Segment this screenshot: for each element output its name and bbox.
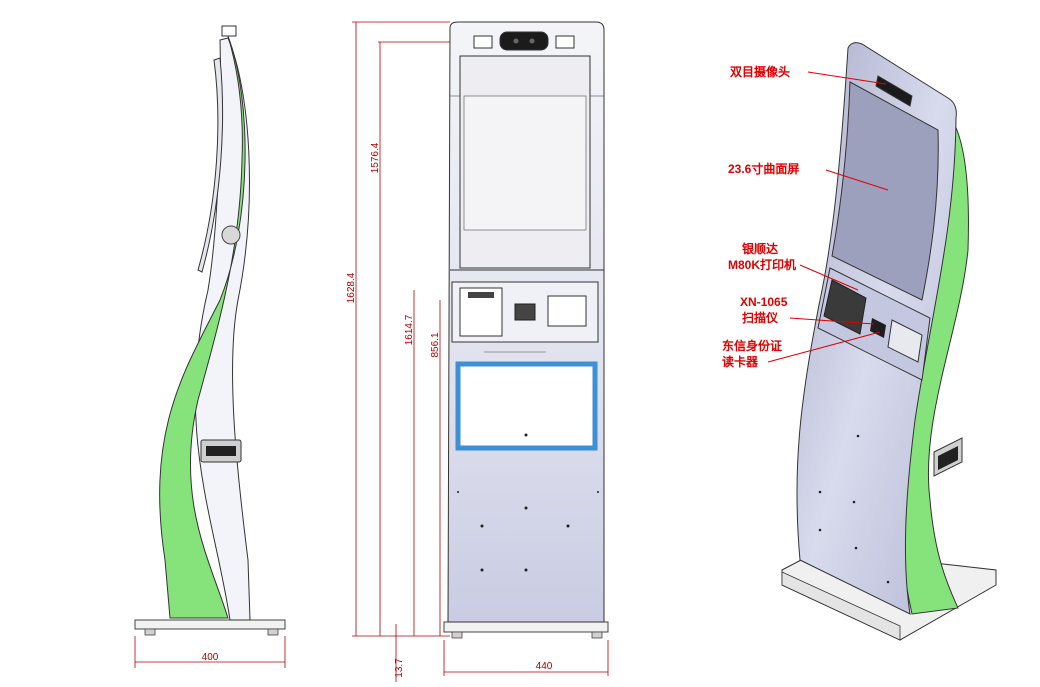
callout-idreader-line1: 东信身份证 (722, 338, 782, 353)
iso-screws (818, 434, 890, 584)
front-scanner (514, 303, 536, 321)
dim-front-width: 440 (536, 661, 553, 672)
side-view: 400 (134, 25, 286, 668)
blue-frame-dot (524, 433, 528, 437)
dim-base-height: 13.7 (394, 658, 405, 678)
front-screen-inner (463, 95, 587, 231)
height-dimensions: 1628.4 1576.4 1614.7 856.1 13.7 (346, 21, 450, 682)
front-foot-right (591, 631, 603, 639)
iso-printer (823, 279, 867, 335)
side-green-panel (159, 35, 246, 619)
iso-base-front (781, 571, 901, 641)
side-foot-left (144, 628, 156, 636)
iso-view (781, 42, 997, 641)
callout-camera: 双目摄像头 (730, 64, 790, 79)
callout-screen: 23.6寸曲面屏 (728, 161, 799, 176)
iso-handle-slot (938, 446, 958, 470)
front-base-plate (443, 621, 609, 633)
iso-id-reader (887, 319, 923, 363)
side-speaker-icon (221, 225, 241, 245)
leader-printer (799, 264, 859, 291)
leader-idreader (767, 331, 881, 363)
side-body-back (194, 37, 251, 621)
callout-printer-line2: M80K打印机 (728, 257, 796, 272)
dim-printer-height: 1614.7 (404, 314, 415, 345)
dim-lower-height: 856.1 (430, 332, 441, 357)
dim-side-width: 400 (202, 652, 219, 663)
side-screen-edge (197, 57, 224, 273)
front-foot-left (451, 631, 463, 639)
dim-total-height: 1628.4 (346, 272, 357, 303)
iso-scanner (870, 318, 886, 338)
iso-screen (831, 81, 939, 301)
side-top-cap (221, 25, 237, 37)
callout-scanner-line2: 扫描仪 (742, 310, 779, 325)
leader-screen (825, 169, 889, 191)
leader-scanner (789, 317, 875, 325)
leader-camera (807, 71, 887, 85)
front-sensor-left (473, 35, 493, 49)
callout-idreader-line2: 读卡器 (722, 354, 759, 369)
camera-lens-right (529, 38, 535, 44)
callouts: 双目摄像头 23.6寸曲面屏 银顺达 M80K打印机 XN-1065 扫描仪 东… (722, 64, 889, 369)
callout-printer-line1: 银顺达 (742, 241, 778, 256)
side-foot-right (267, 628, 279, 636)
dim-screen-top-height: 1576.4 (370, 142, 381, 173)
camera-lens-left (513, 38, 519, 44)
front-id-reader (547, 295, 587, 327)
callout-scanner-line1: XN-1065 (740, 295, 788, 309)
front-camera-icon (499, 31, 549, 51)
front-sensor-right (555, 35, 575, 49)
side-base-plate (134, 619, 286, 630)
printer-slot (468, 292, 494, 298)
front-view: 440 (443, 21, 609, 676)
side-handle-slot (206, 446, 236, 456)
front-screws (457, 491, 599, 572)
